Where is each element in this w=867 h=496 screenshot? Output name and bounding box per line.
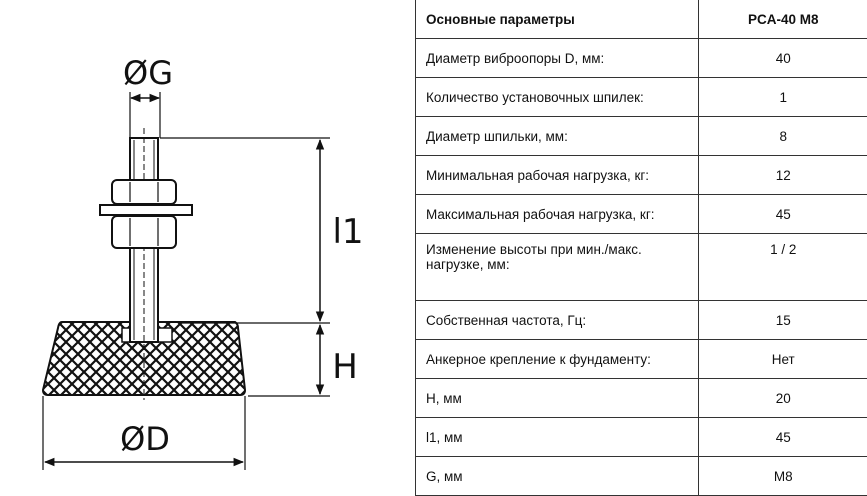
- param-label: Диаметр шпильки, мм:: [416, 117, 699, 156]
- param-value: 15: [699, 301, 867, 340]
- param-value: 8: [699, 117, 867, 156]
- param-label: Анкерное крепление к фундаменту:: [416, 340, 699, 379]
- header-param: Основные параметры: [416, 0, 699, 39]
- label-l1: l1: [332, 212, 363, 252]
- param-value: 45: [699, 418, 867, 457]
- param-label: G, мм: [416, 457, 699, 496]
- param-value: M8: [699, 457, 867, 496]
- param-value: 1: [699, 78, 867, 117]
- spec-table: Основные параметры PCA-40 M8 Диаметр виб…: [415, 0, 867, 496]
- upper-nut: [112, 180, 176, 204]
- table-row: Диаметр виброопоры D, мм: 40: [416, 39, 867, 78]
- table-row: H, мм 20: [416, 379, 867, 418]
- washer: [100, 205, 192, 215]
- param-label: Минимальная рабочая нагрузка, кг:: [416, 156, 699, 195]
- table-row: Изменение высоты при мин./макс. нагрузке…: [416, 234, 867, 301]
- table-row: Количество установочных шпилек: 1: [416, 78, 867, 117]
- table-row: Собственная частота, Гц: 15: [416, 301, 867, 340]
- param-label: H, мм: [416, 379, 699, 418]
- lower-nut: [112, 216, 176, 248]
- param-label: Максимальная рабочая нагрузка, кг:: [416, 195, 699, 234]
- param-label: Собственная частота, Гц:: [416, 301, 699, 340]
- param-label: Изменение высоты при мин./макс. нагрузке…: [416, 234, 699, 301]
- label-g: ØG: [123, 54, 173, 92]
- param-label: l1, мм: [416, 418, 699, 457]
- table-row: Анкерное крепление к фундаменту: Нет: [416, 340, 867, 379]
- param-value: 40: [699, 39, 867, 78]
- param-value: 20: [699, 379, 867, 418]
- dimension-d: ØD: [43, 396, 245, 470]
- param-value: 45: [699, 195, 867, 234]
- param-label: Количество установочных шпилек:: [416, 78, 699, 117]
- table-row: G, мм M8: [416, 457, 867, 496]
- param-label: Диаметр виброопоры D, мм:: [416, 39, 699, 78]
- table-row: Диаметр шпильки, мм: 8: [416, 117, 867, 156]
- table-row: Минимальная рабочая нагрузка, кг: 12: [416, 156, 867, 195]
- technical-drawing: ØG l1 H ØD: [0, 0, 415, 491]
- table-header-row: Основные параметры PCA-40 M8: [416, 0, 867, 39]
- table-row: Максимальная рабочая нагрузка, кг: 45: [416, 195, 867, 234]
- label-d: ØD: [120, 420, 170, 458]
- header-model: PCA-40 M8: [699, 0, 867, 39]
- dimension-g: ØG: [123, 54, 173, 138]
- table-row: l1, мм 45: [416, 418, 867, 457]
- param-value: Нет: [699, 340, 867, 379]
- dimension-h: H: [248, 325, 358, 396]
- param-value: 1 / 2: [699, 234, 867, 301]
- param-value: 12: [699, 156, 867, 195]
- dimension-l1: l1: [160, 138, 364, 323]
- label-h: H: [332, 347, 358, 387]
